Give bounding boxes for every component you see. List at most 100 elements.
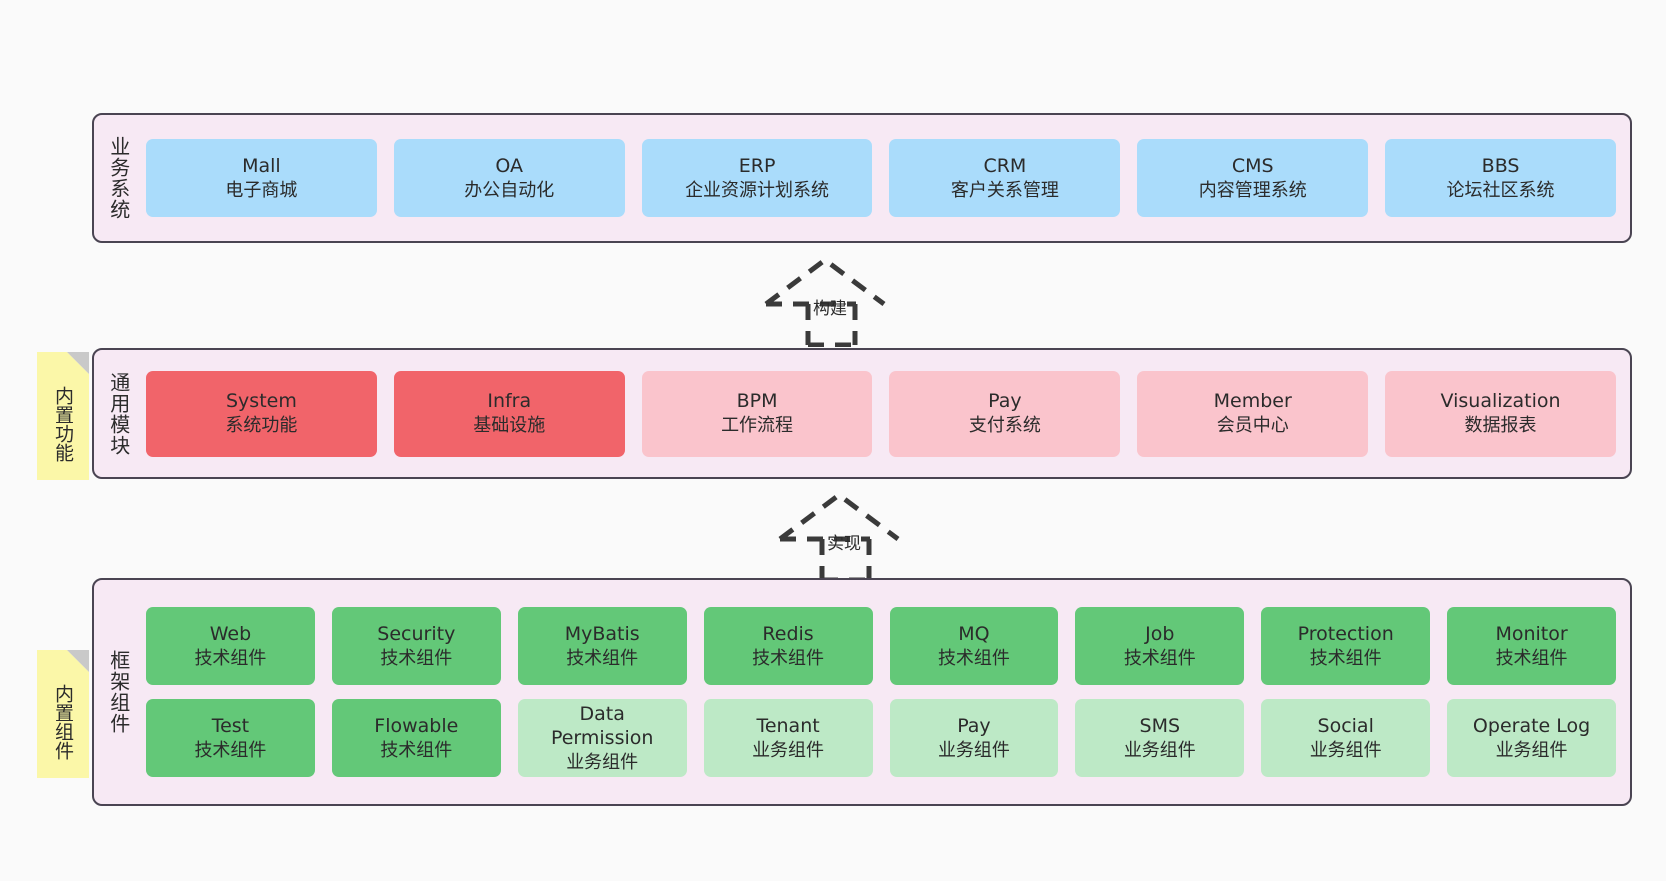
layer-module-body: System 系统功能 Infra 基础设施 BPM 工作流程 Pay 支付系统… bbox=[142, 350, 1630, 477]
card-sms-subtitle: 业务组件 bbox=[1123, 739, 1196, 761]
card-mq-subtitle: 技术组件 bbox=[937, 647, 1010, 669]
card-test-title: Test bbox=[211, 714, 250, 737]
connector-implement-label: 实现 bbox=[827, 534, 861, 554]
card-system[interactable]: System 系统功能 bbox=[146, 370, 377, 457]
layer-business-row-1: Mall 电子商城 OA 办公自动化 ERP 企业资源计划系统 CRM 客户关系… bbox=[146, 139, 1616, 217]
card-crm-subtitle: 客户关系管理 bbox=[950, 179, 1059, 201]
connector-build-label: 构建 bbox=[813, 299, 847, 319]
card-pay-component[interactable]: Pay 业务组件 bbox=[889, 699, 1059, 777]
card-cms-subtitle: 内容管理系统 bbox=[1198, 179, 1307, 201]
card-bpm[interactable]: BPM 工作流程 bbox=[641, 370, 873, 457]
card-crm-title: CRM bbox=[983, 154, 1027, 177]
card-operate-log-subtitle: 业务组件 bbox=[1495, 739, 1568, 761]
card-security[interactable]: Security 技术组件 bbox=[331, 607, 501, 685]
layer-module: 通用模块 System 系统功能 Infra 基础设施 BPM 工作流程 Pay bbox=[92, 348, 1632, 479]
card-job[interactable]: Job 技术组件 bbox=[1075, 607, 1245, 685]
card-oa-subtitle: 办公自动化 bbox=[464, 179, 555, 201]
card-flowable[interactable]: Flowable 技术组件 bbox=[331, 699, 501, 777]
card-sms[interactable]: SMS 业务组件 bbox=[1075, 699, 1245, 777]
card-test-subtitle: 技术组件 bbox=[194, 739, 267, 761]
card-tenant-title: Tenant bbox=[756, 714, 820, 737]
card-oa[interactable]: OA 办公自动化 bbox=[393, 139, 625, 217]
card-mall[interactable]: Mall 电子商城 bbox=[146, 139, 377, 217]
card-pay-component-title: Pay bbox=[957, 714, 991, 737]
card-monitor[interactable]: Monitor 技术组件 bbox=[1447, 607, 1616, 685]
sticky-fold-icon-2 bbox=[67, 650, 89, 672]
card-protection[interactable]: Protection 技术组件 bbox=[1261, 607, 1431, 685]
layer-framework-row-1: Web 技术组件 Security 技术组件 MyBatis 技术组件 Redi… bbox=[146, 607, 1616, 685]
card-mq[interactable]: MQ 技术组件 bbox=[889, 607, 1059, 685]
card-infra[interactable]: Infra 基础设施 bbox=[393, 370, 625, 457]
connector-build-arrow bbox=[764, 256, 886, 347]
card-pay-module[interactable]: Pay 支付系统 bbox=[889, 370, 1121, 457]
card-mq-title: MQ bbox=[958, 622, 990, 645]
sticky-note-builtin-components-label: 内置组件 bbox=[52, 684, 75, 760]
card-mybatis-title: MyBatis bbox=[564, 622, 640, 645]
card-protection-subtitle: 技术组件 bbox=[1309, 647, 1382, 669]
card-sms-title: SMS bbox=[1139, 714, 1181, 737]
card-infra-title: Infra bbox=[487, 390, 532, 413]
sticky-fold-icon-1 bbox=[67, 352, 89, 374]
card-pay-component-subtitle: 业务组件 bbox=[937, 739, 1010, 761]
card-redis-title: Redis bbox=[762, 622, 814, 645]
card-social-title: Social bbox=[1317, 714, 1374, 737]
card-cms[interactable]: CMS 内容管理系统 bbox=[1137, 139, 1369, 217]
card-flowable-title: Flowable bbox=[374, 714, 459, 737]
layer-business: 业务系统 Mall 电子商城 OA 办公自动化 ERP 企业资源计划系统 CRM bbox=[92, 113, 1632, 243]
card-erp[interactable]: ERP 企业资源计划系统 bbox=[641, 139, 873, 217]
card-mybatis-subtitle: 技术组件 bbox=[566, 647, 639, 669]
card-tenant-subtitle: 业务组件 bbox=[752, 739, 825, 761]
layer-framework-row-2: Test 技术组件 Flowable 技术组件 Data Permission … bbox=[146, 699, 1616, 777]
layer-business-title: 业务系统 bbox=[106, 136, 131, 220]
card-protection-title: Protection bbox=[1297, 622, 1394, 645]
card-member[interactable]: Member 会员中心 bbox=[1137, 370, 1369, 457]
card-cms-title: CMS bbox=[1231, 154, 1274, 177]
card-monitor-title: Monitor bbox=[1495, 622, 1568, 645]
card-web-title: Web bbox=[209, 622, 252, 645]
layer-module-title: 通用模块 bbox=[106, 371, 131, 456]
card-operate-log-title: Operate Log bbox=[1472, 714, 1591, 737]
card-job-title: Job bbox=[1145, 622, 1175, 645]
sticky-note-builtin-features-label: 内置功能 bbox=[52, 386, 75, 462]
card-bbs[interactable]: BBS 论坛社区系统 bbox=[1385, 139, 1616, 217]
card-data-permission-title: Data Permission bbox=[550, 702, 654, 750]
card-mall-subtitle: 电子商城 bbox=[225, 179, 298, 201]
card-security-subtitle: 技术组件 bbox=[380, 647, 453, 669]
layer-framework-title: 框架组件 bbox=[106, 650, 131, 734]
card-social-subtitle: 业务组件 bbox=[1309, 739, 1382, 761]
card-data-permission[interactable]: Data Permission 业务组件 bbox=[517, 699, 687, 777]
card-web[interactable]: Web 技术组件 bbox=[146, 607, 315, 685]
layer-module-row-1: System 系统功能 Infra 基础设施 BPM 工作流程 Pay 支付系统… bbox=[146, 370, 1616, 457]
card-erp-title: ERP bbox=[738, 154, 776, 177]
sticky-note-builtin-features: 内置功能 bbox=[37, 352, 89, 480]
card-crm[interactable]: CRM 客户关系管理 bbox=[889, 139, 1121, 217]
card-flowable-subtitle: 技术组件 bbox=[380, 739, 453, 761]
card-infra-subtitle: 基础设施 bbox=[473, 415, 546, 437]
card-visualization-title: Visualization bbox=[1440, 390, 1561, 413]
card-job-subtitle: 技术组件 bbox=[1123, 647, 1196, 669]
layer-framework: 框架组件 Web 技术组件 Security 技术组件 MyBatis 技术组件… bbox=[92, 578, 1632, 806]
card-member-title: Member bbox=[1213, 390, 1292, 413]
card-operate-log[interactable]: Operate Log 业务组件 bbox=[1447, 699, 1616, 777]
card-visualization[interactable]: Visualization 数据报表 bbox=[1385, 370, 1616, 457]
card-web-subtitle: 技术组件 bbox=[194, 647, 267, 669]
card-bpm-title: BPM bbox=[736, 390, 778, 413]
card-system-subtitle: 系统功能 bbox=[225, 415, 298, 437]
card-member-subtitle: 会员中心 bbox=[1216, 415, 1289, 437]
card-bbs-title: BBS bbox=[1481, 154, 1520, 177]
card-redis[interactable]: Redis 技术组件 bbox=[703, 607, 873, 685]
card-redis-subtitle: 技术组件 bbox=[752, 647, 825, 669]
layer-business-body: Mall 电子商城 OA 办公自动化 ERP 企业资源计划系统 CRM 客户关系… bbox=[142, 115, 1630, 241]
card-mybatis[interactable]: MyBatis 技术组件 bbox=[517, 607, 687, 685]
layer-framework-body: Web 技术组件 Security 技术组件 MyBatis 技术组件 Redi… bbox=[142, 580, 1630, 804]
card-system-title: System bbox=[225, 390, 297, 413]
card-tenant[interactable]: Tenant 业务组件 bbox=[703, 699, 873, 777]
card-erp-subtitle: 企业资源计划系统 bbox=[685, 179, 830, 201]
card-visualization-subtitle: 数据报表 bbox=[1464, 415, 1537, 437]
card-test[interactable]: Test 技术组件 bbox=[146, 699, 315, 777]
card-oa-title: OA bbox=[495, 154, 524, 177]
card-social[interactable]: Social 业务组件 bbox=[1261, 699, 1431, 777]
card-bpm-subtitle: 工作流程 bbox=[721, 415, 794, 437]
card-bbs-subtitle: 论坛社区系统 bbox=[1446, 179, 1555, 201]
